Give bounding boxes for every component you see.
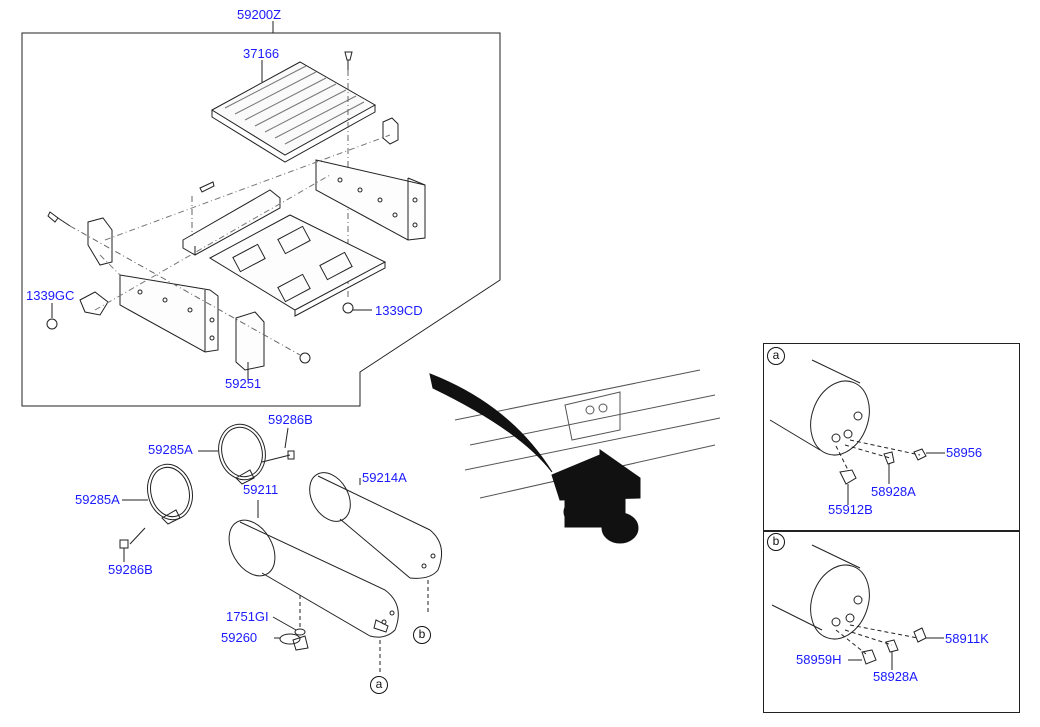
bolt-left-part [47,211,301,356]
bolt-upper [261,427,295,463]
label-bolt-lower[interactable]: 59286B [108,562,153,577]
side-panel-left [119,274,219,353]
inset-b-label-1[interactable]: 58911K [945,631,989,646]
nut-left [46,318,58,330]
label-clamp-upper[interactable]: 59285A [148,442,193,457]
assembly-outline [21,32,501,407]
inset-a-panel [763,343,1020,531]
inset-b-ref: b [767,533,785,551]
label-assembly[interactable]: 59200Z [237,7,282,22]
bracket-left-small [87,217,113,266]
tank-front-part [228,500,399,672]
inset-a-ref: a [767,347,785,365]
base-plate [208,214,387,317]
plug-part [294,628,306,636]
tray-part [211,60,377,163]
inset-a-tank [769,359,945,505]
bracket-59251-part [235,311,265,371]
inset-a-label-3[interactable]: 55912B [828,502,873,517]
plate-left-small [79,291,109,316]
bolt-mid [191,181,215,236]
label-nut-right[interactable]: 1339CD [375,303,423,318]
side-panel-right [315,159,426,241]
inset-b-label-3[interactable]: 58959H [796,652,842,667]
tank-rear-part [309,472,443,612]
clip-right [382,117,399,145]
inset-a-label-1[interactable]: 58956 [946,445,983,460]
bolt-lower [119,527,146,562]
nut-mid [299,352,311,364]
ref-circle-a[interactable]: a [370,676,388,694]
inset-b-label-2[interactable]: 58928A [873,669,918,684]
label-bracket[interactable]: 59251 [225,376,262,391]
label-bolt-upper[interactable]: 59286B [268,412,313,427]
inset-b-tank [771,544,944,670]
tank-silhouette [551,449,641,544]
drain-part [274,633,309,651]
inset-a-label-2[interactable]: 58928A [871,484,916,499]
center-rail [182,189,281,256]
label-plug[interactable]: 1751GI [226,609,269,624]
label-bolt-left[interactable]: 1339GC [26,288,75,303]
label-drain[interactable]: 59260 [221,630,258,645]
clamp-upper [218,423,266,485]
label-tray[interactable]: 37166 [243,46,280,61]
label-tank-rear[interactable]: 59214A [362,470,407,485]
label-clamp-lower[interactable]: 59285A [75,492,120,507]
ref-circle-b[interactable]: b [413,626,431,644]
label-tank-front[interactable]: 59211 [243,482,279,497]
inset-b-panel [763,531,1020,713]
locator-sweep [429,373,553,473]
clamp-lower [147,463,193,525]
nut-right [342,302,354,314]
